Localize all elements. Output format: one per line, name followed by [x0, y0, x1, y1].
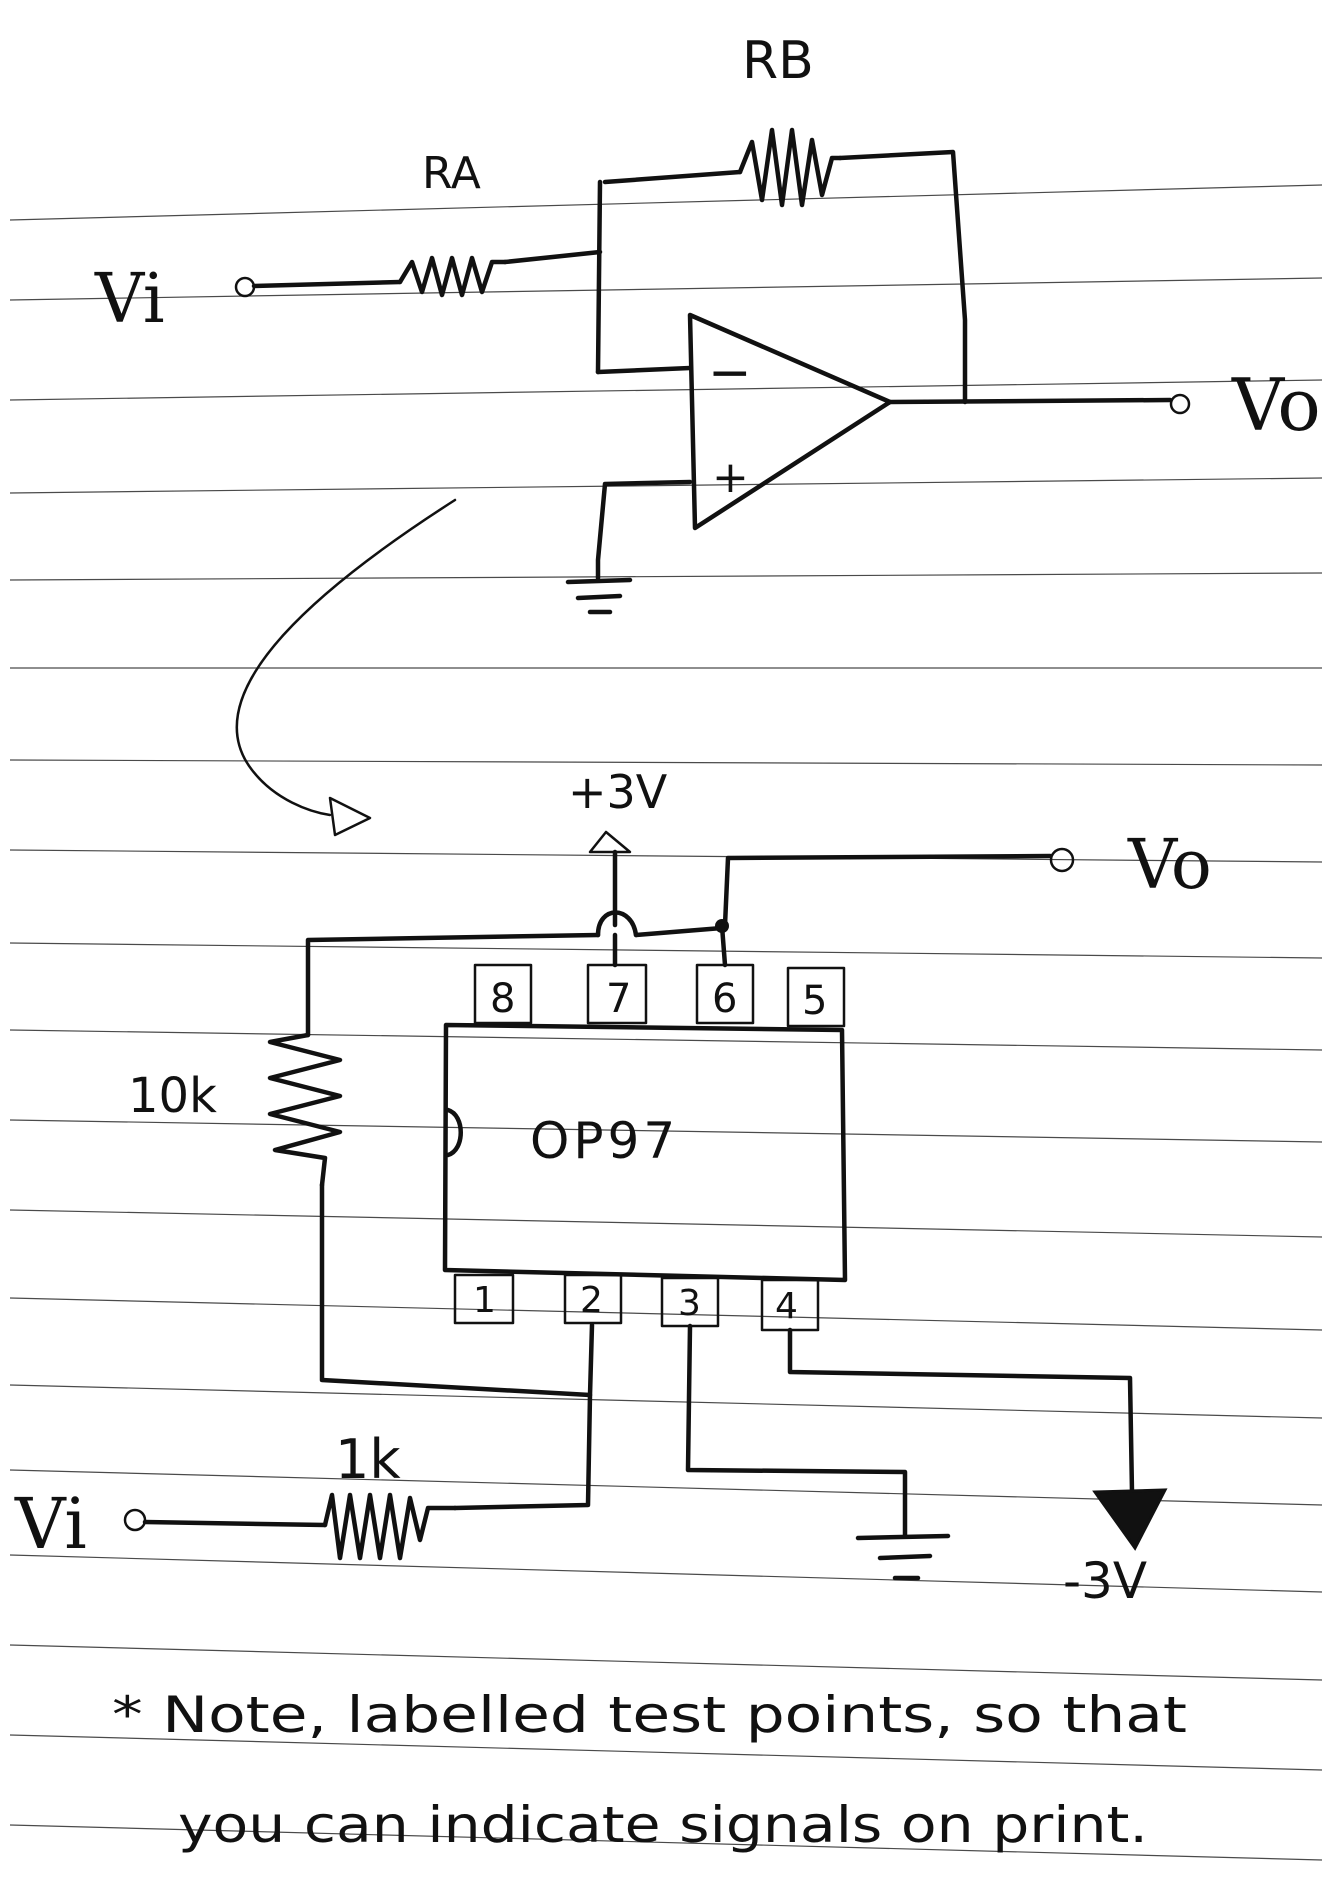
supply-negative-label: -3V	[1063, 1552, 1147, 1610]
wire-noninverting-ground	[595, 479, 693, 581]
vi-terminal-top	[234, 276, 256, 298]
vi-label-bottom: Vi	[14, 1483, 87, 1565]
supply-positive-label: +3V	[568, 765, 668, 819]
vo-terminal-bottom	[1049, 847, 1075, 873]
ruled-lines	[9, 184, 1322, 1861]
opamp-triangle	[687, 312, 893, 531]
wire-feedback-left	[602, 169, 743, 185]
resistor-1k-label: 1k	[335, 1428, 401, 1491]
pin-6-label: 6	[712, 976, 737, 1022]
wire-inverting-node	[595, 179, 603, 375]
wire-output-vo	[722, 853, 1053, 928]
note-line-2: you can indicate signals on print.	[178, 1796, 1148, 1854]
wire-10k-to-pin2	[319, 1182, 593, 1398]
rb-label: RB	[742, 31, 814, 91]
pin-5	[786, 966, 846, 1028]
vo-label-top: Vo	[1231, 363, 1321, 447]
chip-label: OP97	[530, 1112, 679, 1170]
noninverting-sign: +	[712, 452, 749, 503]
pin-5-label: 5	[802, 978, 827, 1024]
vo-label-bottom: Vo	[1127, 826, 1212, 905]
negative-supply-arrow-icon	[1092, 1488, 1168, 1551]
vi-label-top: Vi	[94, 260, 165, 339]
wire-ra-junction	[502, 249, 603, 265]
wire-pin6-down	[719, 923, 728, 968]
pin-2-label: 2	[580, 1280, 603, 1321]
pin-1-label: 1	[473, 1280, 496, 1321]
wire-pin3-ground	[685, 1323, 908, 1538]
bottom-pins: 1 2 3 4	[453, 1273, 820, 1332]
pin-1	[453, 1273, 515, 1325]
op97-wiring-diagram: +3V Vo 10k OP97 8 7 6 5	[14, 765, 1212, 1610]
top-pins: 8 7 6 5	[473, 963, 846, 1028]
wire-crossover-hop	[595, 910, 639, 938]
pin-8	[473, 963, 533, 1025]
inverting-sign: −	[708, 343, 752, 403]
wire-vi-ra	[251, 279, 403, 289]
resistor-ra	[397, 255, 508, 298]
vi-terminal-bottom	[123, 1508, 147, 1532]
ra-label: RA	[422, 148, 481, 199]
wire-feedback-top-right	[633, 925, 725, 938]
pin-6	[695, 963, 755, 1025]
wire-pin2-input	[452, 1322, 595, 1511]
chip-notch	[445, 1107, 463, 1158]
pin-8-label: 8	[490, 976, 515, 1022]
curved-arrow-icon	[235, 498, 457, 837]
resistor-1k	[322, 1492, 458, 1561]
ground-icon	[565, 577, 633, 615]
resistor-10k-label: 10k	[128, 1068, 217, 1124]
wire-feedback-top-left	[305, 932, 601, 1038]
handwritten-note: * Note, labelled test points, so that yo…	[112, 1686, 1187, 1854]
ground-icon	[855, 1533, 951, 1581]
pin-3-label: 3	[678, 1283, 701, 1324]
pin-4-label: 4	[775, 1286, 798, 1327]
wire-inverting-input	[595, 365, 693, 375]
resistor-rb	[737, 127, 843, 208]
resistor-10k	[267, 1032, 343, 1188]
pin-7-label: 7	[606, 976, 631, 1022]
chip-body	[442, 1022, 848, 1283]
vo-terminal-top	[1169, 393, 1191, 415]
wire-vi-1k	[142, 1519, 328, 1528]
pin-7	[586, 963, 648, 1025]
arrow-up-icon	[588, 830, 632, 854]
wire-feedback-right	[837, 149, 968, 405]
wire-pin4-negative	[787, 1327, 1135, 1495]
wire-output	[887, 397, 1173, 405]
inverting-amplifier-schematic: RB RA Vi − +	[94, 31, 1321, 615]
note-line-1: * Note, labelled test points, so that	[112, 1686, 1187, 1744]
